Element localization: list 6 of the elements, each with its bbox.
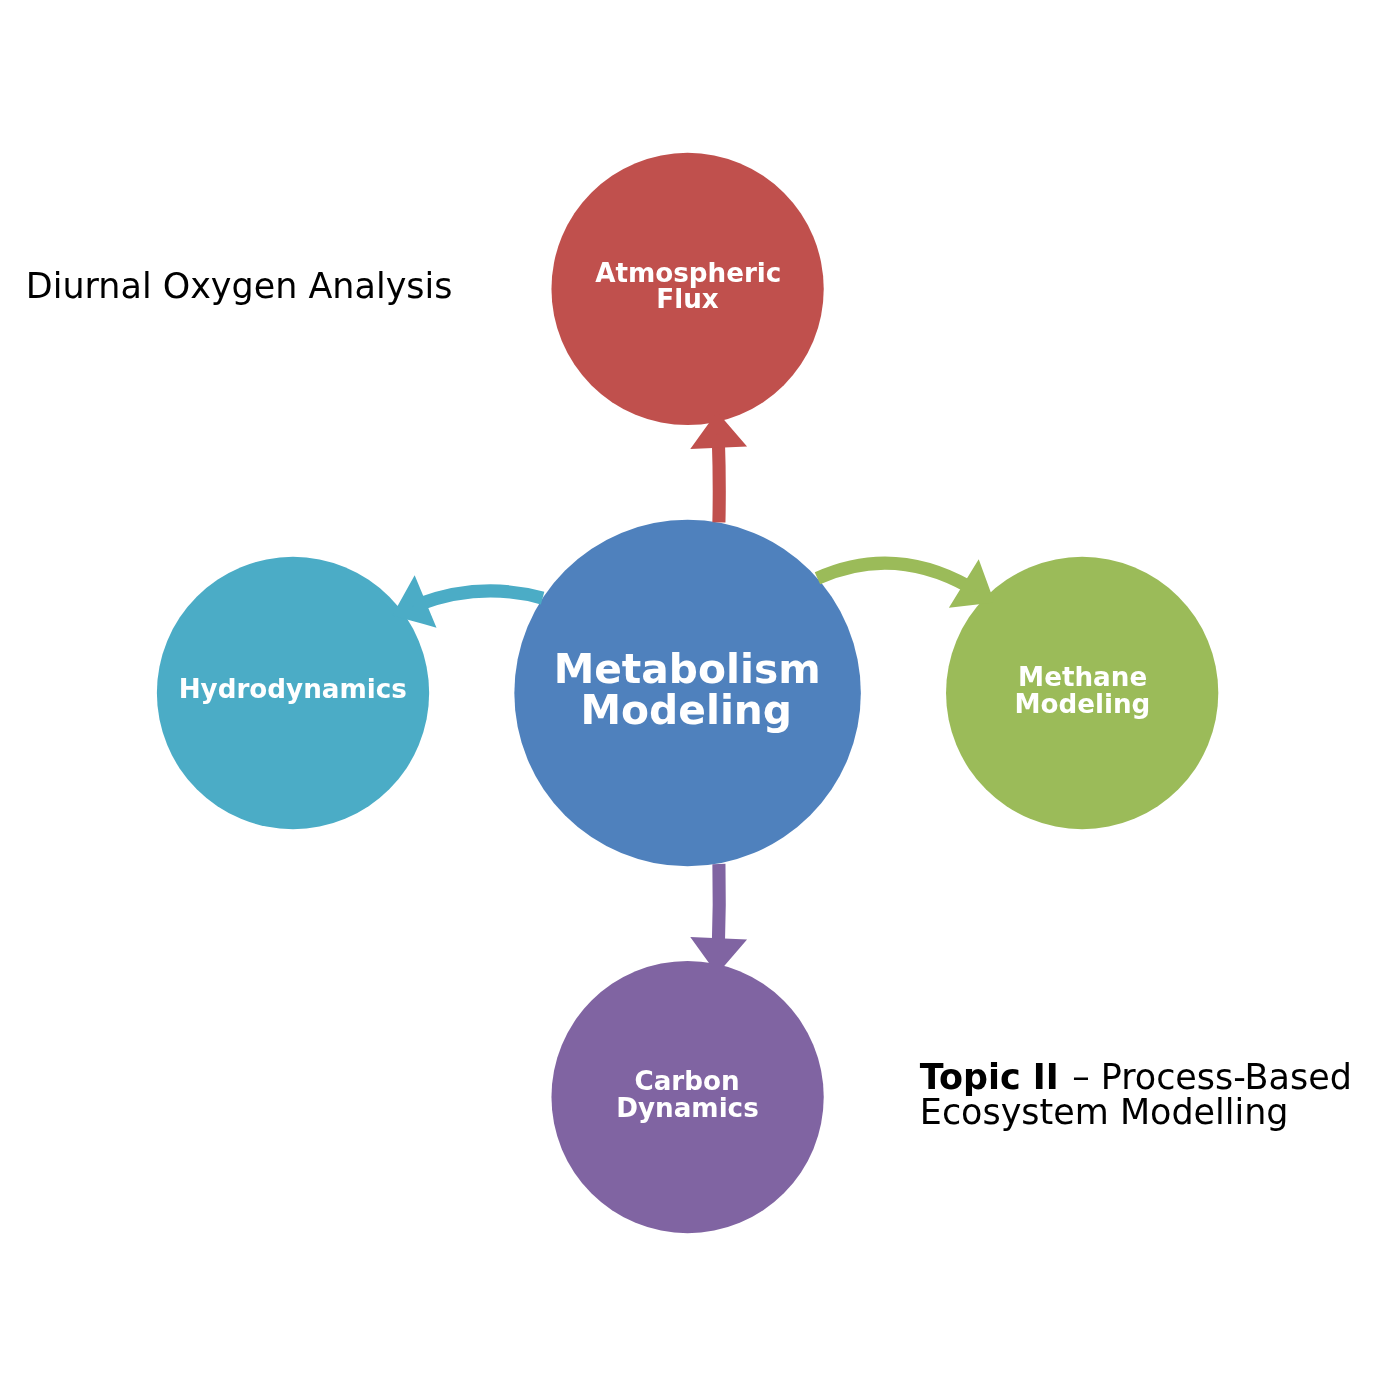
label: Topic II – Process-Based Ecosystem Modelling bbox=[919, 1056, 1352, 1132]
node-circle: Atmospheric Flux bbox=[551, 152, 824, 425]
node-circle: Hydrodynamics bbox=[156, 556, 430, 829]
label: Diurnal Oxygen Analysis bbox=[25, 265, 453, 306]
node-circle: Metabolism Modeling bbox=[514, 519, 861, 866]
node-circle: Carbon Dynamics bbox=[551, 960, 824, 1233]
